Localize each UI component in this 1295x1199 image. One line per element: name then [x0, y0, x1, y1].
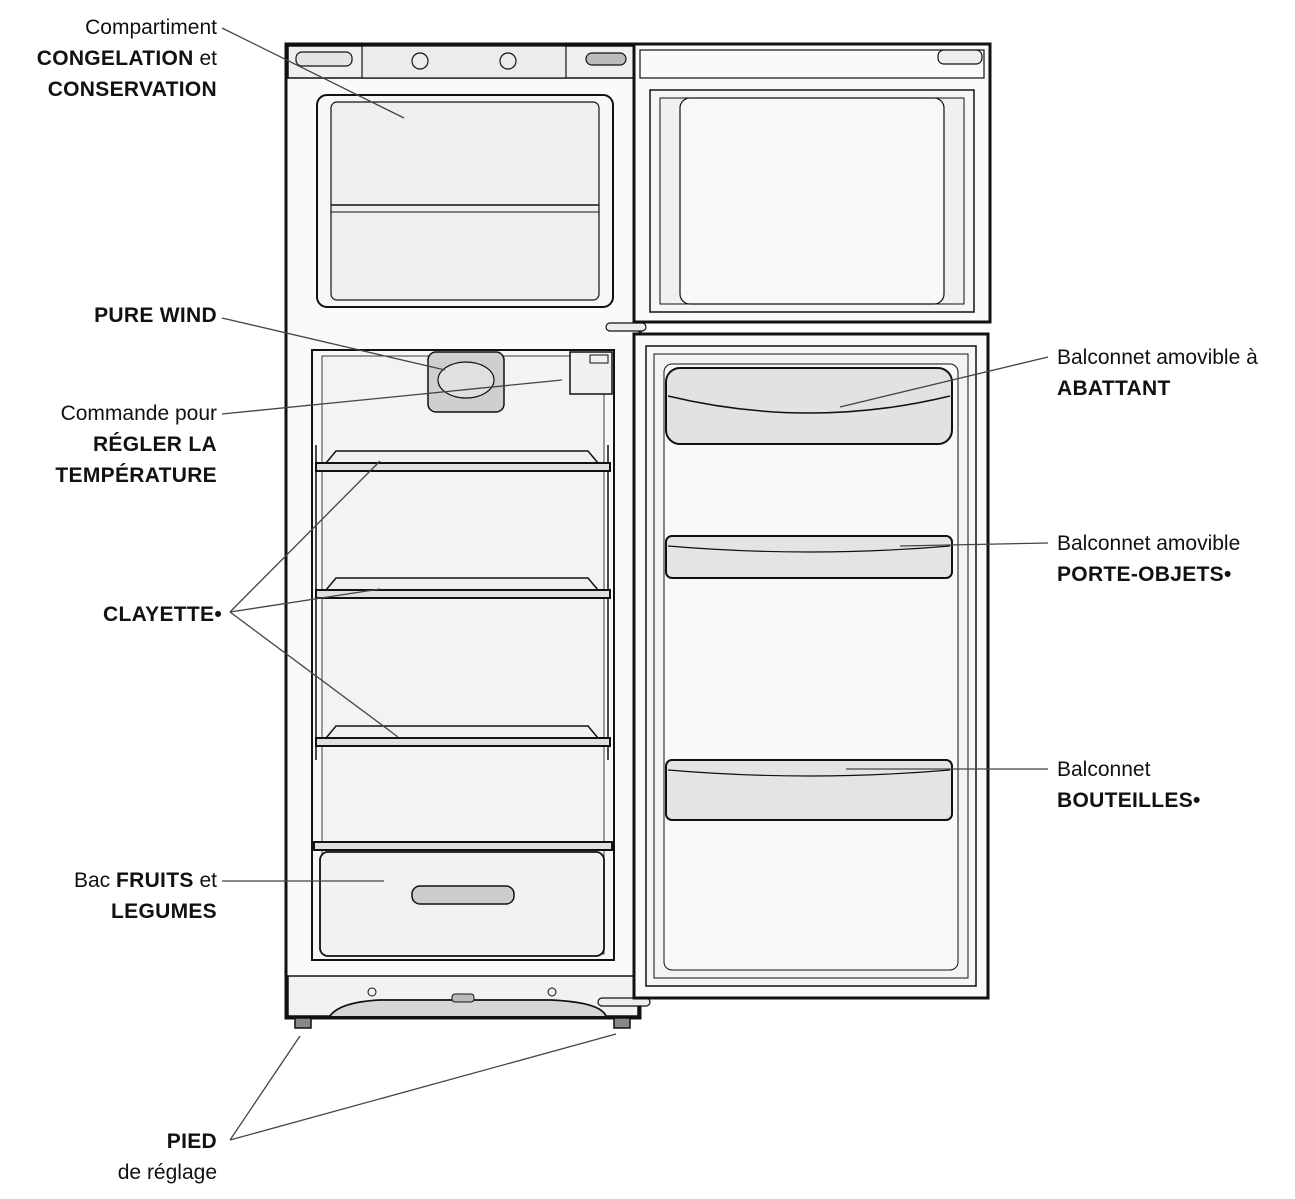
- label-commande: Commande pour RÉGLER LA TEMPÉRATURE: [55, 402, 217, 487]
- label-abattant: Balconnet amovible à ABATTANT: [1057, 346, 1258, 400]
- leader-lines: [221, 27, 1049, 1141]
- foot-right: [613, 1017, 631, 1029]
- foot-left: [294, 1017, 312, 1029]
- label-pure-wind: PURE WIND: [94, 304, 217, 327]
- crisper-drawer: [319, 851, 605, 957]
- label-pied: PIED de réglage: [117, 1130, 217, 1184]
- label-congelation: Compartiment CONGELATION et CONSERVATION: [36, 16, 217, 101]
- freezer-door: [632, 42, 992, 324]
- label-clayette: CLAYETTE•: [103, 603, 222, 626]
- shelf-2: [315, 577, 611, 599]
- label-bouteilles: Balconnet BOUTEILLES•: [1057, 758, 1201, 812]
- label-bac: Bac FRUITS et LEGUMES: [73, 869, 217, 923]
- shelf-3: [315, 725, 611, 747]
- thermostat-control: [569, 351, 613, 395]
- label-porte-objets: Balconnet amovible PORTE-OBJETS•: [1057, 532, 1241, 586]
- shelf-1: [315, 450, 611, 472]
- balcony-bouteilles: [665, 759, 953, 821]
- balcony-porte-objets: [665, 535, 953, 579]
- balcony-abattant: [665, 367, 953, 445]
